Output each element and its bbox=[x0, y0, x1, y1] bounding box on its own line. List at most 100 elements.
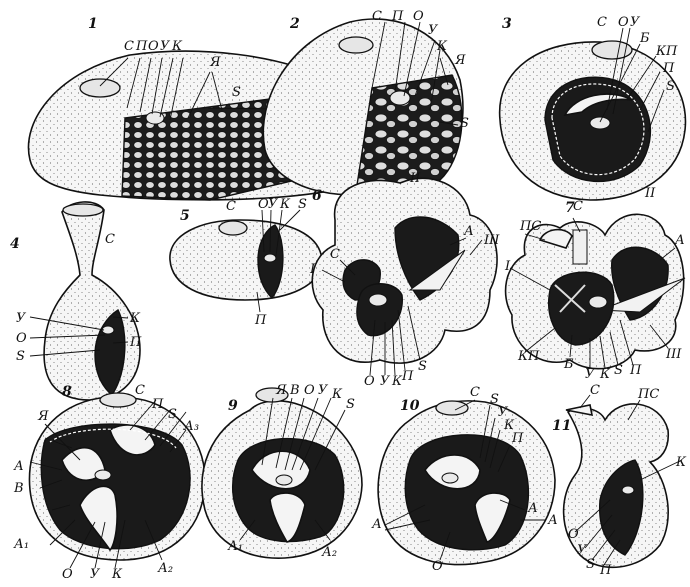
figure-7-label: С bbox=[573, 199, 583, 214]
figure-9-number: 9 bbox=[228, 398, 238, 414]
figure-8 bbox=[29, 393, 205, 568]
figure-7-label: II bbox=[644, 186, 656, 201]
figure-11-label: ПС bbox=[637, 387, 659, 402]
figure-11-label: К bbox=[675, 455, 687, 470]
figure-10-label: А bbox=[371, 517, 382, 532]
figure-2-label: П bbox=[391, 9, 404, 24]
figure-3-label: О bbox=[618, 15, 629, 30]
figure-9-label: У bbox=[318, 383, 329, 398]
figure-11 bbox=[564, 395, 682, 567]
figure-4 bbox=[30, 202, 140, 400]
figure-10-label: П bbox=[511, 431, 524, 446]
figure-8-aperture bbox=[100, 393, 136, 407]
figure-7-label: ПС bbox=[519, 219, 541, 234]
figure-1-label: К bbox=[171, 39, 183, 54]
figure-2-label: У bbox=[428, 23, 439, 38]
figure-7-label: П bbox=[629, 363, 642, 378]
figure-9-label: S bbox=[346, 397, 355, 412]
figure-5-label: С bbox=[226, 199, 236, 214]
figure-4-label: О bbox=[16, 331, 27, 346]
figure-11-number: 11 bbox=[552, 418, 571, 434]
figure-2-aperture bbox=[339, 37, 373, 53]
figure-5-aperture bbox=[219, 221, 247, 235]
figure-5 bbox=[170, 210, 322, 312]
figure-6-label: С bbox=[330, 247, 340, 262]
figure-6 bbox=[312, 178, 497, 375]
figure-7-label: III bbox=[665, 347, 682, 362]
figure-7 bbox=[506, 214, 685, 368]
figure-6-number: 6 bbox=[312, 188, 322, 204]
figure-3-label: Б bbox=[639, 31, 650, 46]
figure-7-label: КП bbox=[517, 349, 540, 364]
figure-4-label: С bbox=[105, 232, 115, 247]
figure-7-label: А bbox=[674, 233, 685, 248]
figure-7-label: У bbox=[585, 367, 596, 382]
figure-1-label: С bbox=[124, 39, 134, 54]
figure-11-label: С bbox=[590, 383, 600, 398]
figure-4-label: К bbox=[129, 311, 141, 326]
figure-6-label: У bbox=[380, 374, 391, 389]
figure-8-label: А₃ bbox=[183, 419, 199, 434]
figure-2-number: 2 bbox=[289, 16, 300, 32]
figure-6-label: II bbox=[409, 171, 421, 186]
figure-11-label: П bbox=[599, 563, 612, 578]
figure-2-label: S bbox=[460, 116, 469, 131]
figure-8-label: С bbox=[135, 383, 145, 398]
figure-1-label: Я bbox=[209, 55, 221, 70]
figure-9-label: Я bbox=[275, 383, 287, 398]
figure-10-label: А bbox=[527, 501, 538, 516]
figure-6-label: А bbox=[463, 224, 474, 239]
figure-3-label: S bbox=[666, 79, 675, 94]
figure-3-number: 3 bbox=[502, 16, 512, 32]
figure-1-label: О bbox=[148, 39, 159, 54]
figure-8-number: 8 bbox=[62, 384, 72, 400]
figure-8-label: S bbox=[168, 407, 177, 422]
figure-5-label: У bbox=[268, 197, 279, 212]
figure-7-label: Б bbox=[563, 357, 574, 372]
figure-9-label: О bbox=[304, 383, 315, 398]
figure-10-aperture bbox=[436, 401, 468, 415]
figure-10 bbox=[378, 400, 555, 565]
figure-4-label: У bbox=[16, 311, 27, 326]
figure-2-label: Я bbox=[454, 53, 466, 68]
figure-3-label: П bbox=[662, 61, 675, 76]
figure-8-label: А₁ bbox=[13, 537, 29, 552]
figure-7-label: К bbox=[599, 367, 611, 382]
figure-8-label: А₂ bbox=[157, 561, 173, 576]
figure-6-label: III bbox=[483, 233, 500, 248]
figure-2-label: О bbox=[413, 9, 424, 24]
figure-5-label: П bbox=[254, 313, 267, 328]
figure-5-label: К bbox=[279, 197, 291, 212]
figure-6-label: О bbox=[364, 374, 375, 389]
figure-8-label: К bbox=[111, 567, 123, 582]
figure-9-label: А₁ bbox=[227, 539, 243, 554]
figure-2-label: К bbox=[436, 39, 448, 54]
figure-5-shell bbox=[170, 220, 322, 300]
figure-6-label: П bbox=[401, 369, 414, 384]
figure-10-label: О bbox=[432, 559, 443, 574]
figure-11-label: У bbox=[577, 543, 588, 558]
figure-10-label: С bbox=[470, 385, 480, 400]
figure-1-label: S bbox=[232, 85, 241, 100]
figure-8-label: У bbox=[90, 567, 101, 582]
figure-10-number: 10 bbox=[400, 398, 420, 414]
figure-9-label: А₂ bbox=[321, 545, 337, 560]
figure-8-label: П bbox=[151, 397, 164, 412]
figure-10-chamber bbox=[405, 435, 528, 550]
figure-4-label: П bbox=[129, 335, 142, 350]
figure-6-label: S bbox=[418, 359, 427, 374]
figure-11-label: S bbox=[586, 557, 595, 572]
figure-8-label: Я bbox=[37, 409, 49, 424]
figure-1-label: П bbox=[135, 39, 148, 54]
figure-2-label: С bbox=[372, 9, 382, 24]
figure-5-number: 5 bbox=[180, 208, 190, 224]
figure-3-label: У bbox=[630, 15, 641, 30]
figure-9-label: К bbox=[331, 387, 343, 402]
figure-7-label: I bbox=[504, 259, 511, 274]
figure-9-label: В bbox=[289, 383, 300, 398]
figure-8-label: А bbox=[13, 459, 24, 474]
figure-9 bbox=[202, 388, 362, 558]
figure-8-label: В bbox=[13, 481, 24, 496]
figure-4-shell bbox=[44, 202, 140, 400]
